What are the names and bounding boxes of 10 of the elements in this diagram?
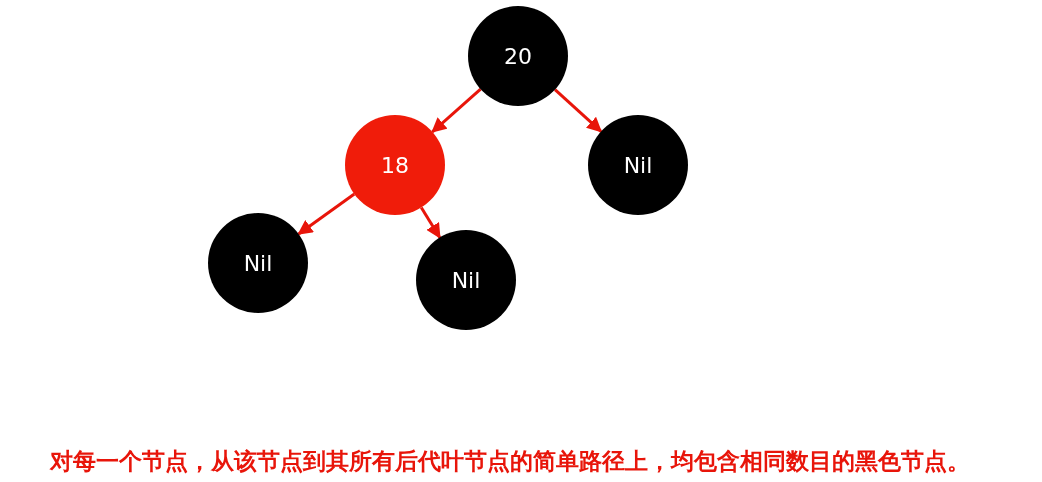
caption: 对每一个节点，从该节点到其所有后代叶节点的简单路径上，均包含相同数目的黑色节点。 — [50, 447, 970, 476]
node-label: Nil — [243, 250, 273, 276]
arrow — [420, 206, 441, 239]
node-label: Nil — [451, 267, 481, 293]
arrow — [554, 88, 603, 133]
arrow — [431, 88, 482, 133]
node-label: Nil — [623, 152, 653, 178]
node-label: 18 — [381, 152, 409, 178]
arrow — [297, 192, 356, 236]
node-label: 20 — [504, 43, 532, 69]
